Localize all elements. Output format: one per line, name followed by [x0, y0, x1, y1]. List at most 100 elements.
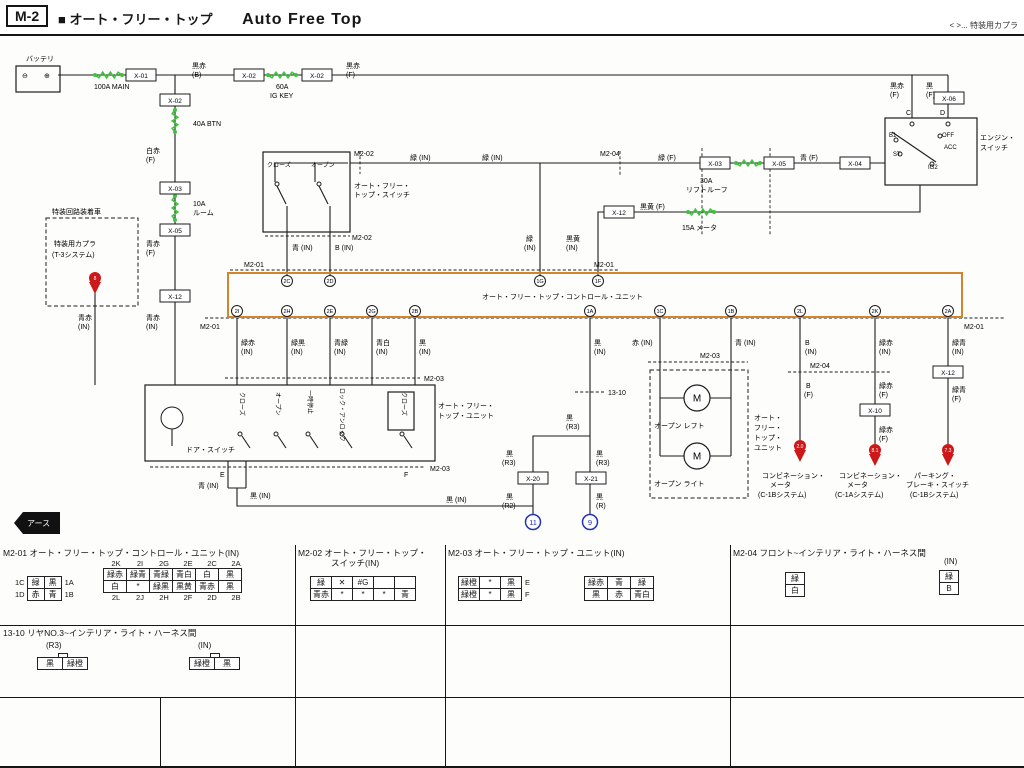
connector-cell: 緑橙 — [189, 657, 215, 670]
table-m2-04-title: M2-04 フロント~インテリア・ライト・ハーネス間 — [733, 548, 926, 558]
connector-cell: B — [939, 582, 959, 595]
pin-label: 2A — [231, 559, 241, 568]
connector-cell: 黒 — [584, 588, 608, 601]
connector-cell: 緑黒 — [149, 580, 173, 593]
schematic-label: ブレーキ・スイッチ — [906, 480, 969, 489]
contact-point — [273, 431, 279, 437]
terminal-pin — [869, 305, 881, 317]
page-ref-number: 8 — [94, 276, 97, 282]
schematic-label: (F) — [879, 392, 888, 399]
terminal-pin-label: 1A — [587, 309, 594, 315]
terminal-pin-label: 2H — [283, 309, 290, 315]
terminal-pin — [725, 305, 737, 317]
fuse-terminal — [173, 218, 177, 222]
schematic-label: M2-01 — [594, 262, 614, 269]
schematic-label: オート・フリー・トップ・コントロール・ユニット — [482, 293, 643, 301]
connector-ref-box — [859, 403, 891, 417]
schematic-label: (R3) — [566, 424, 580, 431]
schematic-label: (IN) — [805, 349, 817, 356]
connector-cell: 青赤 — [195, 580, 219, 593]
fuse-terminal — [173, 108, 177, 112]
schematic-label: リフトルーフ — [686, 186, 728, 194]
fuse-100a-main — [94, 70, 123, 80]
schematic-label: 15A メータ — [682, 223, 717, 232]
unit-ground-run — [236, 488, 533, 507]
ground-ref-marker — [581, 513, 599, 531]
schematic-label: 緑青 — [952, 385, 966, 394]
schematic-label: B1 — [889, 133, 897, 139]
table-13-10-title: 13-10 リヤNO.3~インテリア・ライト・ハーネス間 — [3, 628, 197, 638]
schematic-label: (F) — [952, 396, 961, 403]
contact-point — [237, 431, 243, 437]
schematic-label: M2-04 — [600, 151, 620, 158]
contact-point — [937, 133, 943, 139]
connector-cell: 白 — [785, 584, 805, 597]
connector-ref-label: X-10 — [868, 408, 882, 415]
fuse-30a-liftroof — [735, 158, 761, 168]
schematic-label: 黒 — [596, 493, 603, 501]
schematic-label: 100A MAIN — [94, 84, 129, 91]
fuse-60a-ig-key — [267, 70, 297, 80]
pin-label: 2I — [136, 559, 144, 568]
schematic-label: (C-1Bシステム) — [910, 491, 958, 499]
schematic-label: 赤 (IN) — [632, 339, 653, 347]
table-divider — [445, 545, 446, 768]
ground-icon-label: アース — [27, 519, 50, 528]
schematic-label: (C-1Bシステム) — [758, 491, 806, 499]
schematic-label: M2-02 — [354, 151, 374, 158]
motor-letter: M — [693, 452, 701, 463]
page-ref-number: 2.0 — [797, 444, 804, 450]
connector-cell: 黒黄 — [172, 580, 196, 593]
schematic-label-vertical: オープン — [274, 392, 281, 416]
schematic-label: (IN) — [879, 349, 891, 356]
connector-ref-label: X-21 — [584, 476, 598, 483]
schematic-label: D — [940, 110, 945, 117]
fuse-terminal — [93, 73, 97, 77]
battery-box — [15, 65, 61, 93]
contact-point — [909, 121, 915, 127]
m2-04-connector-a: 緑白 — [785, 572, 805, 597]
schematic-label: M2-03 — [430, 466, 450, 473]
terminal-pin — [231, 305, 243, 317]
contact-point — [893, 137, 899, 143]
connector-ref-label: X-06 — [942, 96, 956, 103]
terminal-pin-label: 2D — [326, 279, 333, 285]
terminal-pin-label: 2I — [235, 309, 240, 315]
schematic-label: 特装回路装着車 — [52, 207, 101, 216]
schematic-label: 60A — [276, 84, 289, 91]
connector-cell: 緑橙 — [62, 657, 88, 670]
connector-cell: * — [373, 588, 395, 601]
fuse-terminal — [173, 194, 177, 198]
terminal-pin — [794, 305, 806, 317]
connector-ref-label: X-03 — [168, 186, 182, 193]
13-10-connector-b: 緑橙黒 — [189, 653, 240, 670]
connector-ref-box — [159, 93, 191, 107]
schematic-label: クローズ — [267, 161, 291, 169]
table-divider — [295, 545, 296, 768]
schematic-label: 黒赤 — [346, 62, 360, 70]
schematic-label: 10A — [193, 201, 206, 208]
schematic-label: ルーム — [193, 209, 214, 217]
schematic-label-vertical: ロック・アンロック — [338, 388, 345, 442]
table-m2-02-title-2: スイッチ(IN) — [331, 558, 380, 568]
page-ref-marker-circle — [942, 444, 954, 456]
terminal-pin — [366, 305, 378, 317]
schematic-label: (IN) — [334, 349, 346, 356]
13-10-r3-label: (R3) — [46, 641, 62, 650]
ground-ref-marker — [524, 513, 542, 531]
schematic-label: 青白 — [376, 338, 390, 347]
schematic-label: F — [404, 472, 408, 479]
schematic-label: 黒 — [594, 339, 601, 347]
schematic-label: 黒 (IN) — [250, 492, 271, 500]
schematic-label: 青赤 — [78, 313, 92, 322]
connector-cell: 赤 — [26, 588, 45, 601]
13-10-in-label: (IN) — [198, 641, 212, 650]
schematic-label: (F) — [879, 436, 888, 443]
connector-ref-box — [932, 365, 964, 379]
terminal-pin — [942, 305, 954, 317]
schematic-label: 青 (IN) — [198, 481, 219, 490]
contact-point — [274, 181, 280, 187]
